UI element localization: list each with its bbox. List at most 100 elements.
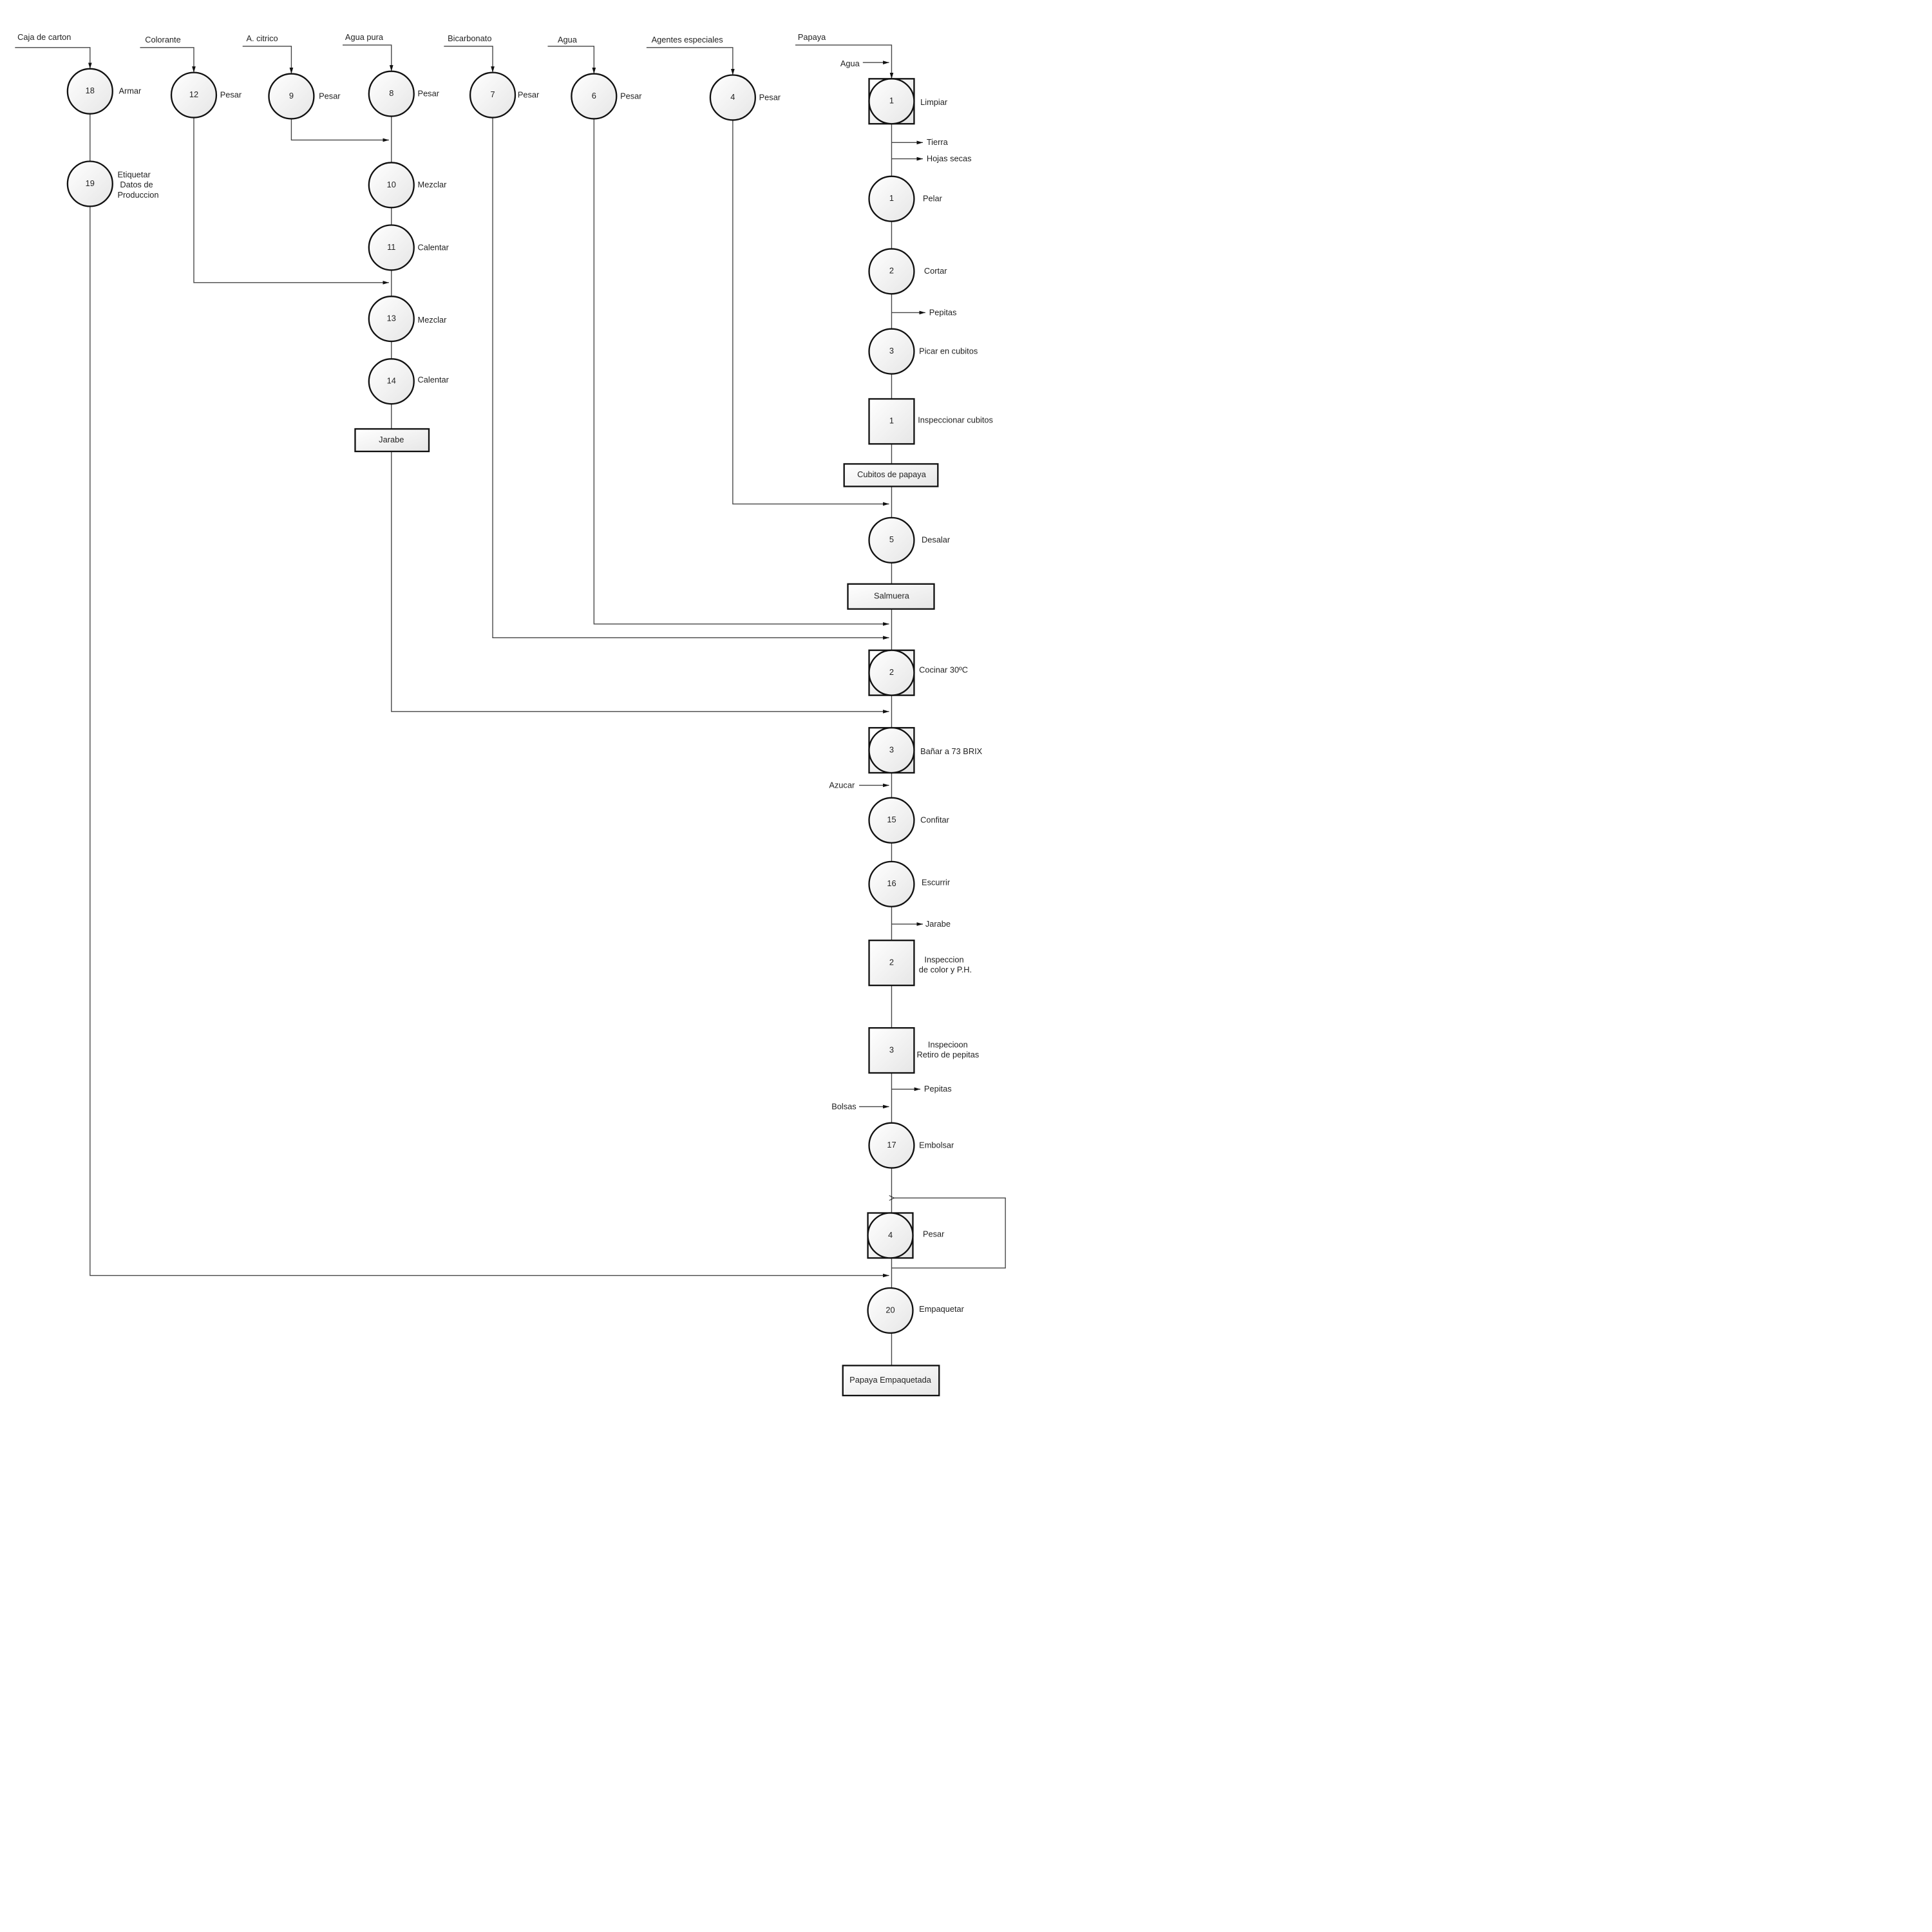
operation-10: 10 Mezclar: [368, 162, 448, 209]
svg-text:Papaya Empaquetada: Papaya Empaquetada: [849, 1375, 932, 1385]
product-cubitos: Cubitos de papaya: [843, 463, 939, 488]
combined-4-pesar: 4 Pesar: [867, 1212, 945, 1259]
output-jarabe: Jarabe: [925, 919, 951, 929]
svg-text:Pesar: Pesar: [418, 89, 440, 99]
product-salmuera: Salmuera: [847, 583, 935, 610]
svg-text:Armar: Armar: [118, 86, 142, 96]
combined-2-cocinar: 2 Cocinar 30ºC: [868, 649, 968, 696]
input-caja: Caja de carton: [17, 32, 71, 42]
input-colorante: Colorante: [145, 35, 181, 44]
operation-7: 7 Pesar: [469, 71, 540, 118]
svg-text:Retiro de pepitas: Retiro de pepitas: [916, 1050, 979, 1059]
product-final: Papaya Empaquetada: [842, 1365, 940, 1397]
svg-text:Pesar: Pesar: [620, 91, 642, 100]
output-pepitas: Pepitas: [924, 1084, 952, 1094]
svg-text:13: 13: [387, 314, 396, 323]
svg-text:4: 4: [888, 1230, 893, 1240]
operation-15-confitar: 15 Confitar: [868, 797, 950, 844]
combined-3-banar: 3 Bañar a 73 BRIX: [868, 726, 983, 774]
svg-text:2: 2: [889, 958, 894, 967]
operation-18: 18 Armar: [66, 68, 142, 115]
operation-17-embolsar: 17 Embolsar: [868, 1122, 954, 1169]
svg-text:1: 1: [889, 193, 894, 203]
svg-text:9: 9: [289, 91, 294, 100]
operation-4: 4 Pesar: [709, 74, 781, 121]
svg-text:8: 8: [389, 88, 393, 98]
output-labels: Tierra Hojas secas Pepitas Jarabe Pepita…: [924, 137, 972, 1094]
svg-text:6: 6: [592, 91, 596, 100]
input-bolsas: Bolsas: [831, 1101, 856, 1111]
svg-text:Mezclar: Mezclar: [418, 180, 448, 189]
operation-6: 6 Pesar: [571, 73, 642, 120]
combined-1-limpiar: 1 Limpiar: [868, 78, 948, 125]
svg-text:5: 5: [889, 535, 894, 544]
operation-16-escurrir: 16 Escurrir: [868, 860, 951, 907]
connectors: [15, 44, 1006, 1366]
svg-text:de color y P.H.: de color y P.H.: [919, 965, 972, 974]
svg-text:19: 19: [86, 178, 95, 188]
inspection-2: 2 Inspeccion de color y P.H.: [868, 940, 972, 987]
input-citrico: A. citrico: [247, 33, 278, 43]
svg-text:1: 1: [889, 416, 894, 426]
svg-text:Cubitos de papaya: Cubitos de papaya: [857, 469, 927, 479]
svg-text:Embolsar: Embolsar: [919, 1141, 954, 1150]
svg-text:Pesar: Pesar: [220, 90, 242, 99]
svg-text:Inspeccion: Inspeccion: [924, 955, 963, 965]
input-bicarbonato: Bicarbonato: [448, 33, 491, 43]
svg-text:Cortar: Cortar: [924, 266, 947, 276]
svg-text:Picar en cubitos: Picar en cubitos: [919, 346, 978, 356]
input-papaya: Papaya: [798, 32, 826, 42]
inspection-3: 3 Inspecioon Retiro de pepitas: [868, 1027, 979, 1074]
svg-text:Escurrir: Escurrir: [922, 878, 951, 887]
svg-text:7: 7: [490, 90, 495, 99]
operation-20-empaquetar: 20 Empaquetar: [867, 1287, 965, 1334]
product-jarabe: Jarabe: [354, 428, 430, 453]
input-agentes: Agentes especiales: [652, 35, 723, 44]
svg-text:Cocinar 30ºC: Cocinar 30ºC: [919, 665, 968, 675]
svg-text:Etiquetar: Etiquetar: [118, 170, 151, 180]
svg-text:3: 3: [889, 744, 894, 754]
svg-text:11: 11: [387, 242, 395, 252]
svg-text:Datos de: Datos de: [120, 180, 153, 189]
svg-text:Limpiar: Limpiar: [920, 97, 948, 107]
operation-3-picar: 3 Picar en cubitos: [868, 328, 978, 375]
svg-text:Pesar: Pesar: [759, 92, 781, 102]
operation-9: 9 Pesar: [268, 73, 341, 120]
operation-8: 8 Pesar: [368, 70, 440, 117]
svg-text:20: 20: [886, 1305, 895, 1314]
input-agua-pura: Agua pura: [345, 32, 384, 42]
svg-text:Pesar: Pesar: [518, 90, 540, 99]
svg-text:Pesar: Pesar: [923, 1229, 945, 1238]
svg-text:Mezclar: Mezclar: [418, 315, 448, 325]
input-labels: Caja de carton Colorante A. citrico Agua…: [17, 32, 860, 1111]
svg-text:4: 4: [730, 92, 735, 102]
svg-text:16: 16: [887, 878, 896, 888]
svg-text:Produccion: Produccion: [118, 190, 159, 200]
input-agua-limpiar: Agua: [840, 59, 860, 68]
operation-2-cortar: 2 Cortar: [868, 248, 947, 295]
svg-text:Calentar: Calentar: [418, 375, 450, 384]
svg-text:Desalar: Desalar: [922, 535, 951, 545]
svg-text:Calentar: Calentar: [418, 242, 450, 252]
operation-11: 11 Calentar: [368, 224, 450, 271]
svg-text:1: 1: [889, 96, 894, 106]
operation-12: 12 Pesar: [170, 71, 242, 118]
svg-text:Pesar: Pesar: [319, 91, 341, 100]
svg-text:14: 14: [387, 376, 396, 386]
input-agua: Agua: [558, 35, 578, 44]
svg-text:17: 17: [887, 1140, 896, 1150]
svg-text:18: 18: [86, 86, 95, 95]
svg-text:Empaquetar: Empaquetar: [919, 1304, 964, 1314]
svg-text:Pelar: Pelar: [923, 194, 943, 204]
svg-text:10: 10: [387, 180, 396, 189]
output-tierra: Tierra: [927, 137, 949, 147]
input-azucar: Azucar: [829, 780, 855, 790]
operation-13: 13 Mezclar: [368, 296, 448, 343]
svg-text:2: 2: [889, 266, 894, 276]
svg-text:Bañar a 73 BRIX: Bañar a 73 BRIX: [920, 746, 982, 756]
output-pepitas: Pepitas: [929, 307, 957, 317]
operation-1-pelar: 1 Pelar: [868, 175, 943, 222]
operation-19: 19 Etiquetar Datos de Produccion: [66, 160, 159, 207]
inspection-1: 1 Inspeccionar cubitos: [868, 398, 993, 445]
